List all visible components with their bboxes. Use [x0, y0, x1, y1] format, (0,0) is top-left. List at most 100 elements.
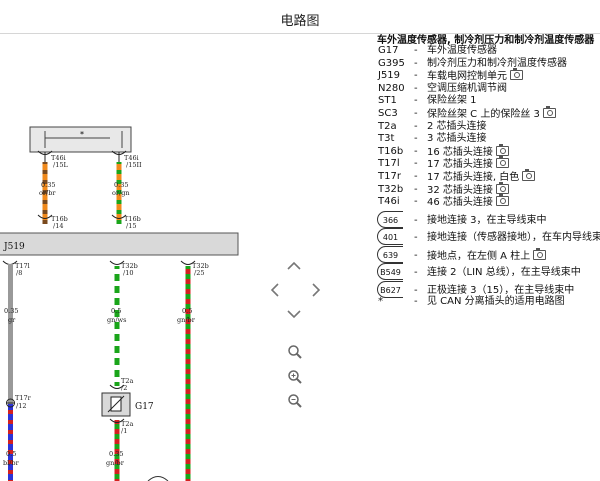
legend-description: 接地点，在左侧 A 柱上: [427, 247, 547, 263]
legend-code: T16b: [378, 145, 404, 157]
wire-label: or/br: [39, 189, 56, 197]
circuit-diagram[interactable]: * T46i /15L T46i /15II 0.35 or/br 0.35 o…: [0, 34, 377, 481]
wire-label: gn/ws: [107, 316, 126, 324]
control-unit-j519[interactable]: [0, 232, 239, 256]
legend-dash: -: [414, 45, 418, 56]
camera-icon[interactable]: [495, 143, 509, 156]
camera-icon[interactable]: [542, 106, 556, 118]
camera-icon[interactable]: [522, 169, 536, 181]
fuse-holder-sc3[interactable]: [29, 126, 132, 153]
ground-point-partial: [147, 476, 169, 481]
wire-label: 0.35: [4, 307, 18, 315]
legend-dash: -: [414, 284, 418, 296]
connection-symbol: 366: [377, 210, 403, 228]
legend-code: T3t: [378, 133, 395, 145]
pan-right-button[interactable]: [311, 283, 321, 301]
wire-gn-br: [185, 266, 191, 481]
legend-dash: -: [414, 108, 418, 119]
pin-label: /2: [121, 384, 127, 392]
wire-label: 0.35: [41, 181, 55, 189]
wire-label: 0.5: [182, 307, 192, 315]
pin-label: T2a: [121, 377, 133, 385]
zoom-out-button[interactable]: [287, 393, 303, 409]
legend-description: 2 芯插头连接: [427, 120, 487, 132]
sensor-g17[interactable]: [101, 392, 131, 417]
legend-description: 车外温度传感器: [427, 45, 497, 56]
legend-description: 3 芯插头连接: [427, 133, 487, 145]
legend-description: 接地连接（传感器接地），在车内导线束中: [427, 232, 600, 244]
wire-label: 0.5: [6, 450, 16, 458]
legend-description: 制冷剂压力和制冷剂温度传感器: [427, 57, 567, 69]
wire-gn-br-lower: [114, 420, 120, 481]
legend-code: N280: [378, 82, 405, 94]
legend-description: 32 芯插头连接: [427, 181, 509, 197]
legend-description: 保险丝架 1: [427, 95, 477, 107]
pin-label: T32b: [121, 262, 138, 270]
legend-description: 正极连接 3（15），在主导线束中: [427, 284, 575, 296]
pin-label: /25: [194, 269, 204, 277]
pin-label: T16b: [51, 215, 68, 223]
wire-label: 0.35: [109, 450, 123, 458]
legend-dash: -: [414, 214, 418, 226]
legend-dash: -: [414, 82, 418, 94]
legend-description: 空调压缩机调节阀: [427, 82, 507, 94]
legend-dash: -: [414, 120, 418, 132]
pin-label: T32b: [192, 262, 209, 270]
pin-label: T17l: [15, 262, 30, 270]
pin-label: T46i: [124, 154, 139, 162]
chevron-up-icon: [287, 261, 301, 270]
legend-description: 16 芯插头连接: [427, 143, 509, 159]
legend-code: T2a: [378, 120, 397, 132]
legend-code: G17: [378, 45, 399, 56]
legend-code: SC3: [378, 108, 398, 119]
component-label-g17: G17: [135, 402, 154, 412]
pin-label: T2a: [121, 420, 133, 428]
pan-down-button[interactable]: [287, 307, 301, 323]
wire-label: gn/br: [106, 459, 125, 467]
window-title: 电路图: [280, 14, 320, 29]
legend-description: 17 芯插头连接: [427, 156, 509, 171]
camera-icon[interactable]: [495, 156, 509, 169]
pin-label: /10: [123, 269, 133, 277]
legend-code: T17r: [378, 171, 401, 182]
legend-dash: -: [414, 249, 418, 261]
legend-dash: -: [414, 196, 418, 208]
wire-label: bl/br: [3, 459, 20, 467]
wire-label: or/gn: [112, 189, 130, 197]
legend-dash: -: [414, 145, 418, 157]
legend-code: ST1: [378, 95, 397, 107]
legend-dash: -: [414, 232, 418, 244]
wire-label: 0.35: [114, 181, 128, 189]
pan-up-button[interactable]: [287, 259, 301, 275]
zoom-fit-button[interactable]: [287, 344, 303, 360]
legend-description: 46 芯插头连接: [427, 194, 509, 209]
camera-icon[interactable]: [495, 181, 509, 194]
pin-label: /14: [53, 222, 63, 230]
legend-code: T32b: [378, 183, 404, 195]
camera-icon[interactable]: [495, 194, 509, 207]
pin-label: /15L: [53, 161, 68, 169]
wire-or-gn: [116, 162, 122, 224]
legend-description: 保险丝架 C 上的保险丝 3: [427, 106, 556, 121]
magnifier-icon: [288, 345, 302, 359]
zoom-in-icon: [288, 370, 302, 384]
wire-or-br: [42, 162, 48, 224]
pan-left-button[interactable]: [270, 283, 280, 301]
fuse-mark: *: [80, 130, 84, 139]
connection-symbol: 401: [377, 228, 403, 246]
zoom-in-button[interactable]: [287, 369, 303, 385]
legend-dash: -: [414, 267, 418, 279]
pin-label: /1: [121, 427, 127, 435]
legend-code: T17l: [378, 158, 400, 170]
pin-label: /15II: [126, 161, 142, 169]
wire-gr: [8, 264, 13, 481]
legend-description: 接地连接 3，在主导线束中: [427, 214, 547, 226]
camera-icon[interactable]: [510, 68, 523, 81]
zoom-out-icon: [288, 394, 302, 408]
legend-dash: -: [414, 296, 418, 308]
pin-label: /15: [126, 222, 136, 230]
legend-dash: -: [414, 95, 418, 107]
pin-label: T46i: [51, 154, 66, 162]
camera-icon[interactable]: [533, 247, 547, 260]
component-label-j519: J519: [3, 242, 25, 252]
